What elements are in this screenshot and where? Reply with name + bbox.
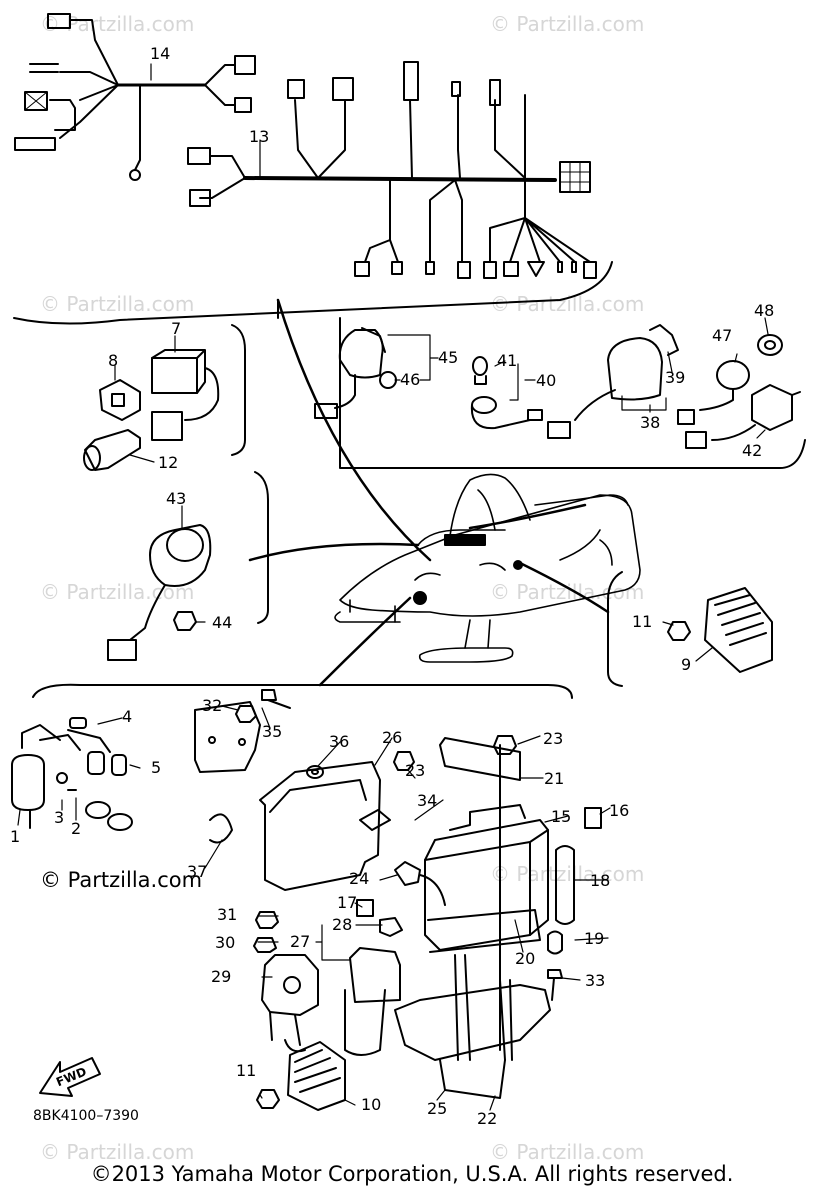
leader-line: [468, 503, 587, 530]
callout: 27: [290, 932, 310, 951]
callout: 18: [590, 871, 610, 890]
callout: 32: [202, 696, 222, 715]
callout: 23: [405, 761, 425, 780]
watermark: © Partzilla.com: [40, 580, 195, 604]
callout: 1: [10, 827, 20, 846]
callout: 41: [497, 351, 517, 370]
horn-group: [107, 524, 212, 661]
callout: 42: [742, 441, 762, 460]
section-frame-electrical-box: [32, 683, 573, 699]
bulb-socket-group: [470, 356, 543, 430]
electrical-bracket-22: [344, 954, 551, 1099]
watermark: © Partzilla.com: [490, 1140, 645, 1164]
ignition-coil-group: [11, 717, 133, 831]
watermark: © Partzilla.com: [490, 292, 645, 316]
watermark: © Partzilla.com: [40, 292, 195, 316]
brand-watermark: © Partzilla.com: [40, 868, 203, 892]
callout: 11: [632, 612, 652, 631]
callout: 11: [236, 1061, 256, 1080]
callout: 33: [585, 971, 605, 990]
watermark: © Partzilla.com: [490, 12, 645, 36]
dash-panel: [444, 534, 486, 546]
callout: 34: [417, 791, 437, 810]
section-frame-regulator: [607, 571, 623, 687]
callout: 20: [515, 949, 535, 968]
callout: 44: [212, 613, 232, 632]
section-frame-harness: [13, 261, 613, 325]
copyright-notice: ©2013 Yamaha Motor Corporation, U.S.A. A…: [90, 1162, 734, 1186]
callout: 29: [211, 967, 231, 986]
callout: 48: [754, 301, 774, 320]
switch-location: [513, 560, 523, 570]
callout: 14: [150, 44, 170, 63]
callout: 37: [187, 862, 207, 881]
callout: 39: [665, 368, 685, 387]
regulator-10: [256, 1041, 346, 1111]
fwd-arrow-icon: [39, 1057, 101, 1097]
resistor-group-45: [314, 327, 397, 419]
diagram-code: 8BK4100–7390: [33, 1108, 139, 1124]
callout: 38: [640, 413, 660, 432]
callout: 43: [166, 489, 186, 508]
callout: 3: [54, 808, 64, 827]
callout: 30: [215, 933, 235, 952]
callout: 21: [544, 769, 564, 788]
callout: 47: [712, 326, 732, 345]
callout: 46: [400, 370, 420, 389]
relay-group: [83, 349, 220, 471]
callout: 40: [536, 371, 556, 390]
callout: 4: [122, 707, 132, 726]
callout: 31: [217, 905, 237, 924]
callout: 17: [337, 893, 357, 912]
switch-group: [677, 334, 801, 449]
relay-group-27: [349, 861, 446, 1003]
callout: 28: [332, 915, 352, 934]
watermark: © Partzilla.com: [40, 1140, 195, 1164]
callout: 23: [543, 729, 563, 748]
callout: 9: [681, 655, 691, 674]
leader-line: [248, 542, 420, 562]
callout: 26: [382, 728, 402, 747]
wire-harness-14: [14, 13, 256, 181]
leader-line: [518, 561, 610, 614]
callout: 25: [427, 1099, 447, 1118]
callout: 2: [71, 819, 81, 838]
callout: 15: [551, 807, 571, 826]
callout: 22: [477, 1109, 497, 1128]
ignition-location: [413, 591, 427, 605]
battery-group: [424, 737, 602, 1051]
callout: 13: [249, 127, 269, 146]
callout: 16: [609, 801, 629, 820]
callout: 24: [349, 869, 369, 888]
callout: 36: [329, 732, 349, 751]
snowmobile-outline: [334, 473, 641, 663]
callout: 45: [438, 348, 458, 367]
callout: 12: [158, 453, 178, 472]
leader-line: [276, 298, 432, 562]
callout: 10: [361, 1095, 381, 1114]
callout-leaders: [17, 63, 769, 1111]
starter-relay-29: [261, 954, 319, 1053]
box-cover-26: [194, 701, 381, 891]
watermark: © Partzilla.com: [490, 862, 645, 886]
callout: 35: [262, 722, 282, 741]
section-frame-horn: [254, 471, 269, 624]
callout: 5: [151, 758, 161, 777]
callout: 7: [171, 319, 181, 338]
leader-line: [318, 596, 412, 687]
hardware: [235, 689, 563, 1001]
section-frame-relay: [231, 324, 246, 456]
callout: 19: [584, 929, 604, 948]
key-switch-group: [547, 324, 679, 439]
callout-labels: 1 2 3 4 5 7 8 9 10 11 11 12 13 14 15 16 …: [10, 44, 774, 1128]
wire-harness-13: [187, 61, 597, 279]
callout: 8: [108, 351, 118, 370]
cdi-unit-group: [667, 587, 773, 673]
watermark: © Partzilla.com: [40, 12, 195, 36]
